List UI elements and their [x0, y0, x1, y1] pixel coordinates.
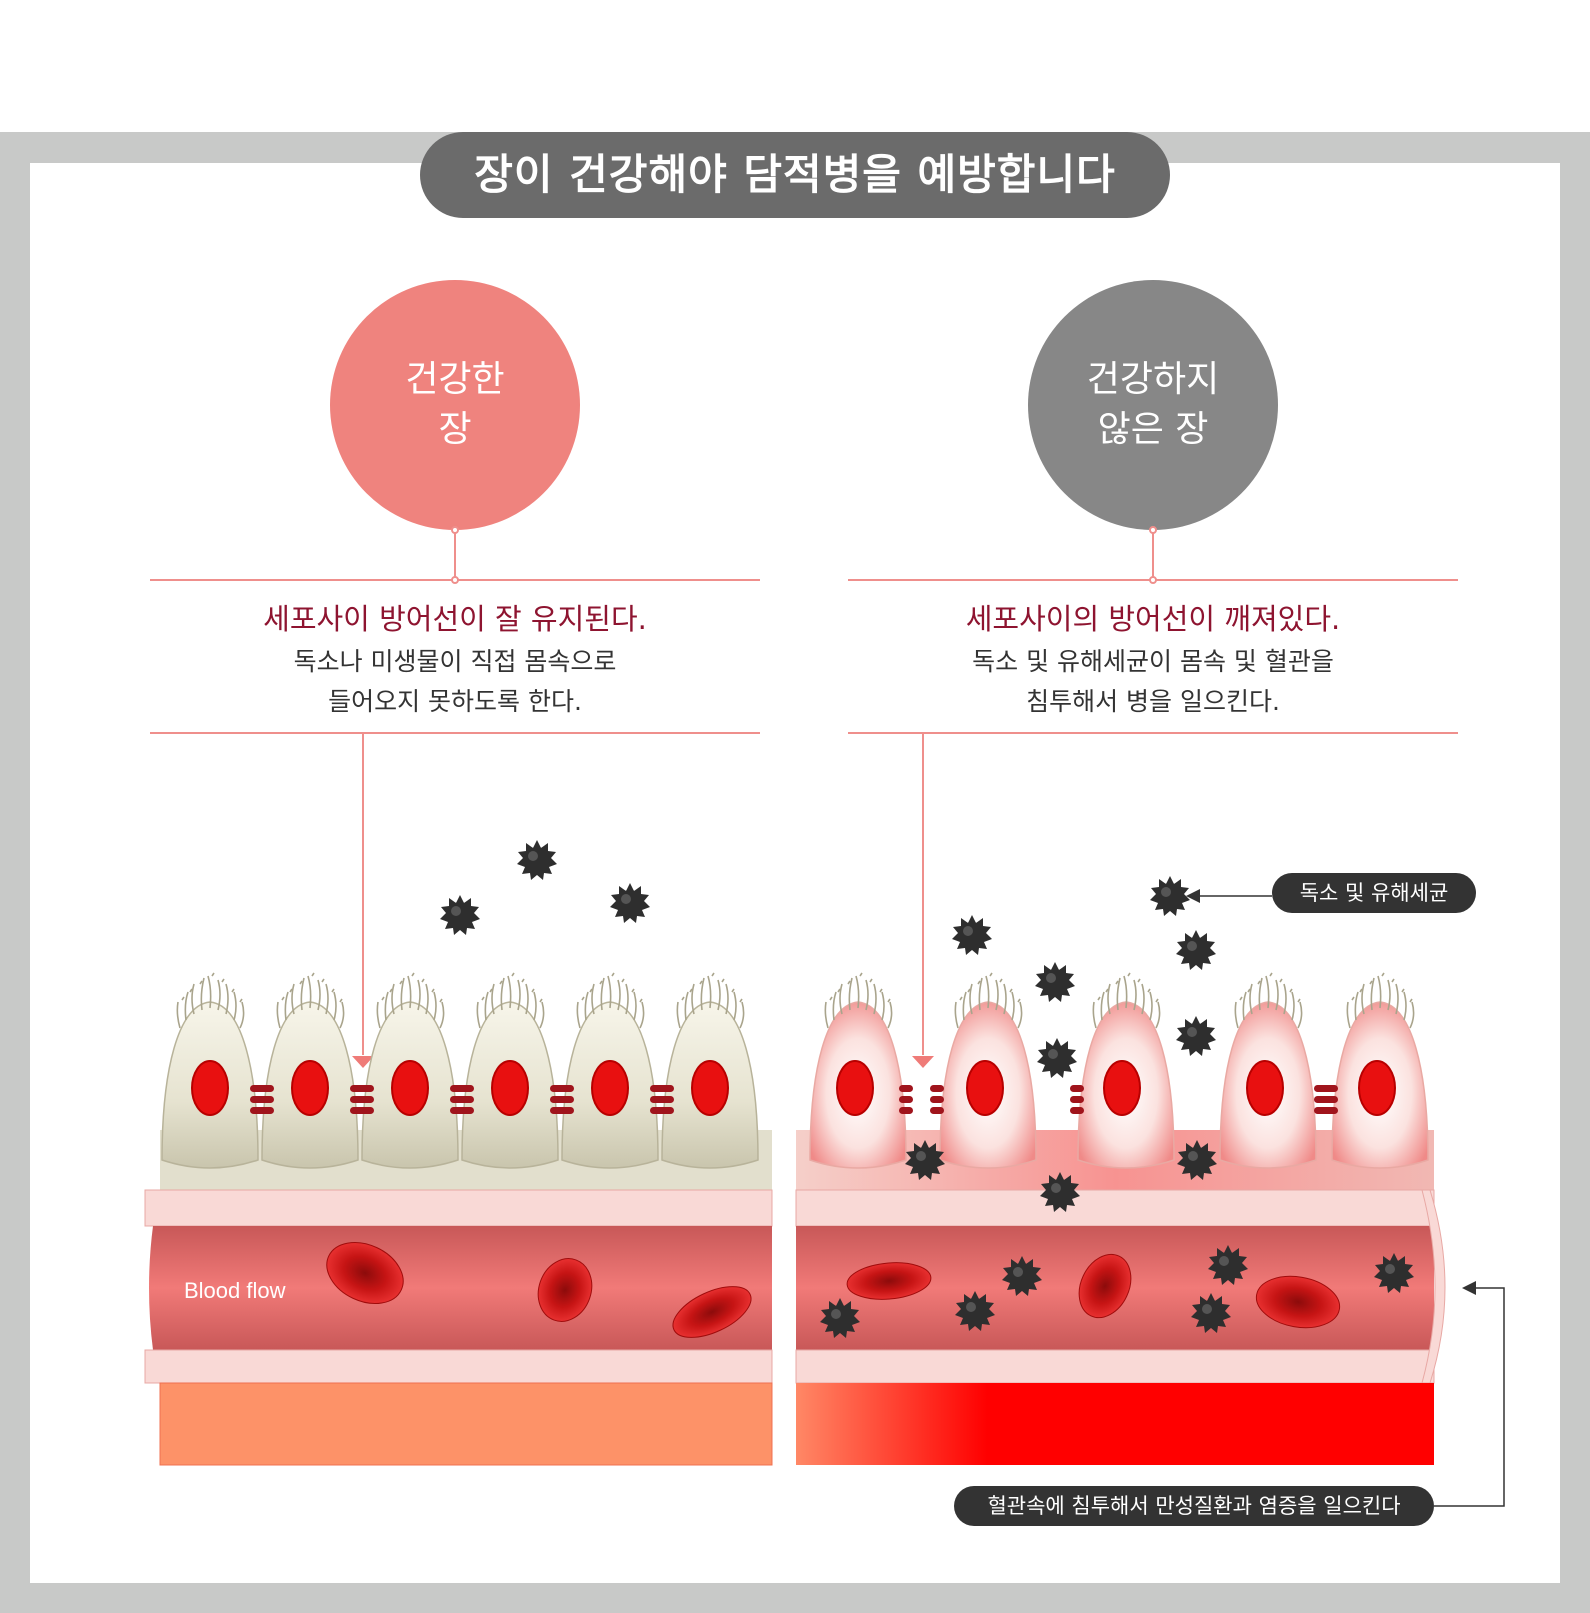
- healthy-heading: 세포사이 방어선이 잘 유지된다.: [263, 602, 647, 636]
- unhealthy-gut-badge: 건강하지 않은 장: [1028, 280, 1278, 530]
- healthy-body-line1: 독소나 미생물이 직접 몸속으로: [293, 647, 617, 676]
- page-title: 장이 건강해야 담적병을 예방합니다: [420, 132, 1170, 218]
- unhealthy-badge-line1: 건강하지: [1086, 359, 1220, 400]
- healthy-badge-line1: 건강한: [405, 359, 505, 400]
- unhealthy-description: 세포사이의 방어선이 깨져있다. 독소 및 유해세균이 몸속 및 혈관을 침투해…: [848, 598, 1458, 722]
- healthy-badge-line2: 장: [438, 409, 472, 450]
- unhealthy-badge-line2: 않은 장: [1097, 409, 1209, 450]
- healthy-description: 세포사이 방어선이 잘 유지된다. 독소나 미생물이 직접 몸속으로 들어오지 …: [150, 598, 760, 722]
- unhealthy-gut-illustration: [795, 876, 1505, 1507]
- blood-invasion-label: 혈관속에 침투해서 만성질환과 염증을 일으킨다: [954, 1486, 1434, 1526]
- healthy-gut-badge: 건강한 장: [330, 280, 580, 530]
- unhealthy-body-line1: 독소 및 유해세균이 몸속 및 혈관을: [972, 647, 1334, 676]
- blood-flow-label: Blood flow: [184, 1278, 286, 1303]
- toxin-label: 독소 및 유해세균: [1272, 873, 1476, 913]
- unhealthy-heading: 세포사이의 방어선이 깨져있다.: [965, 602, 1341, 636]
- healthy-gut-illustration: Blood flow: [144, 840, 773, 1466]
- healthy-body-line2: 들어오지 못하도록 한다.: [328, 687, 582, 716]
- unhealthy-body-line2: 침투해서 병을 일으킨다.: [1026, 687, 1280, 716]
- connector-lines: [150, 530, 1458, 1055]
